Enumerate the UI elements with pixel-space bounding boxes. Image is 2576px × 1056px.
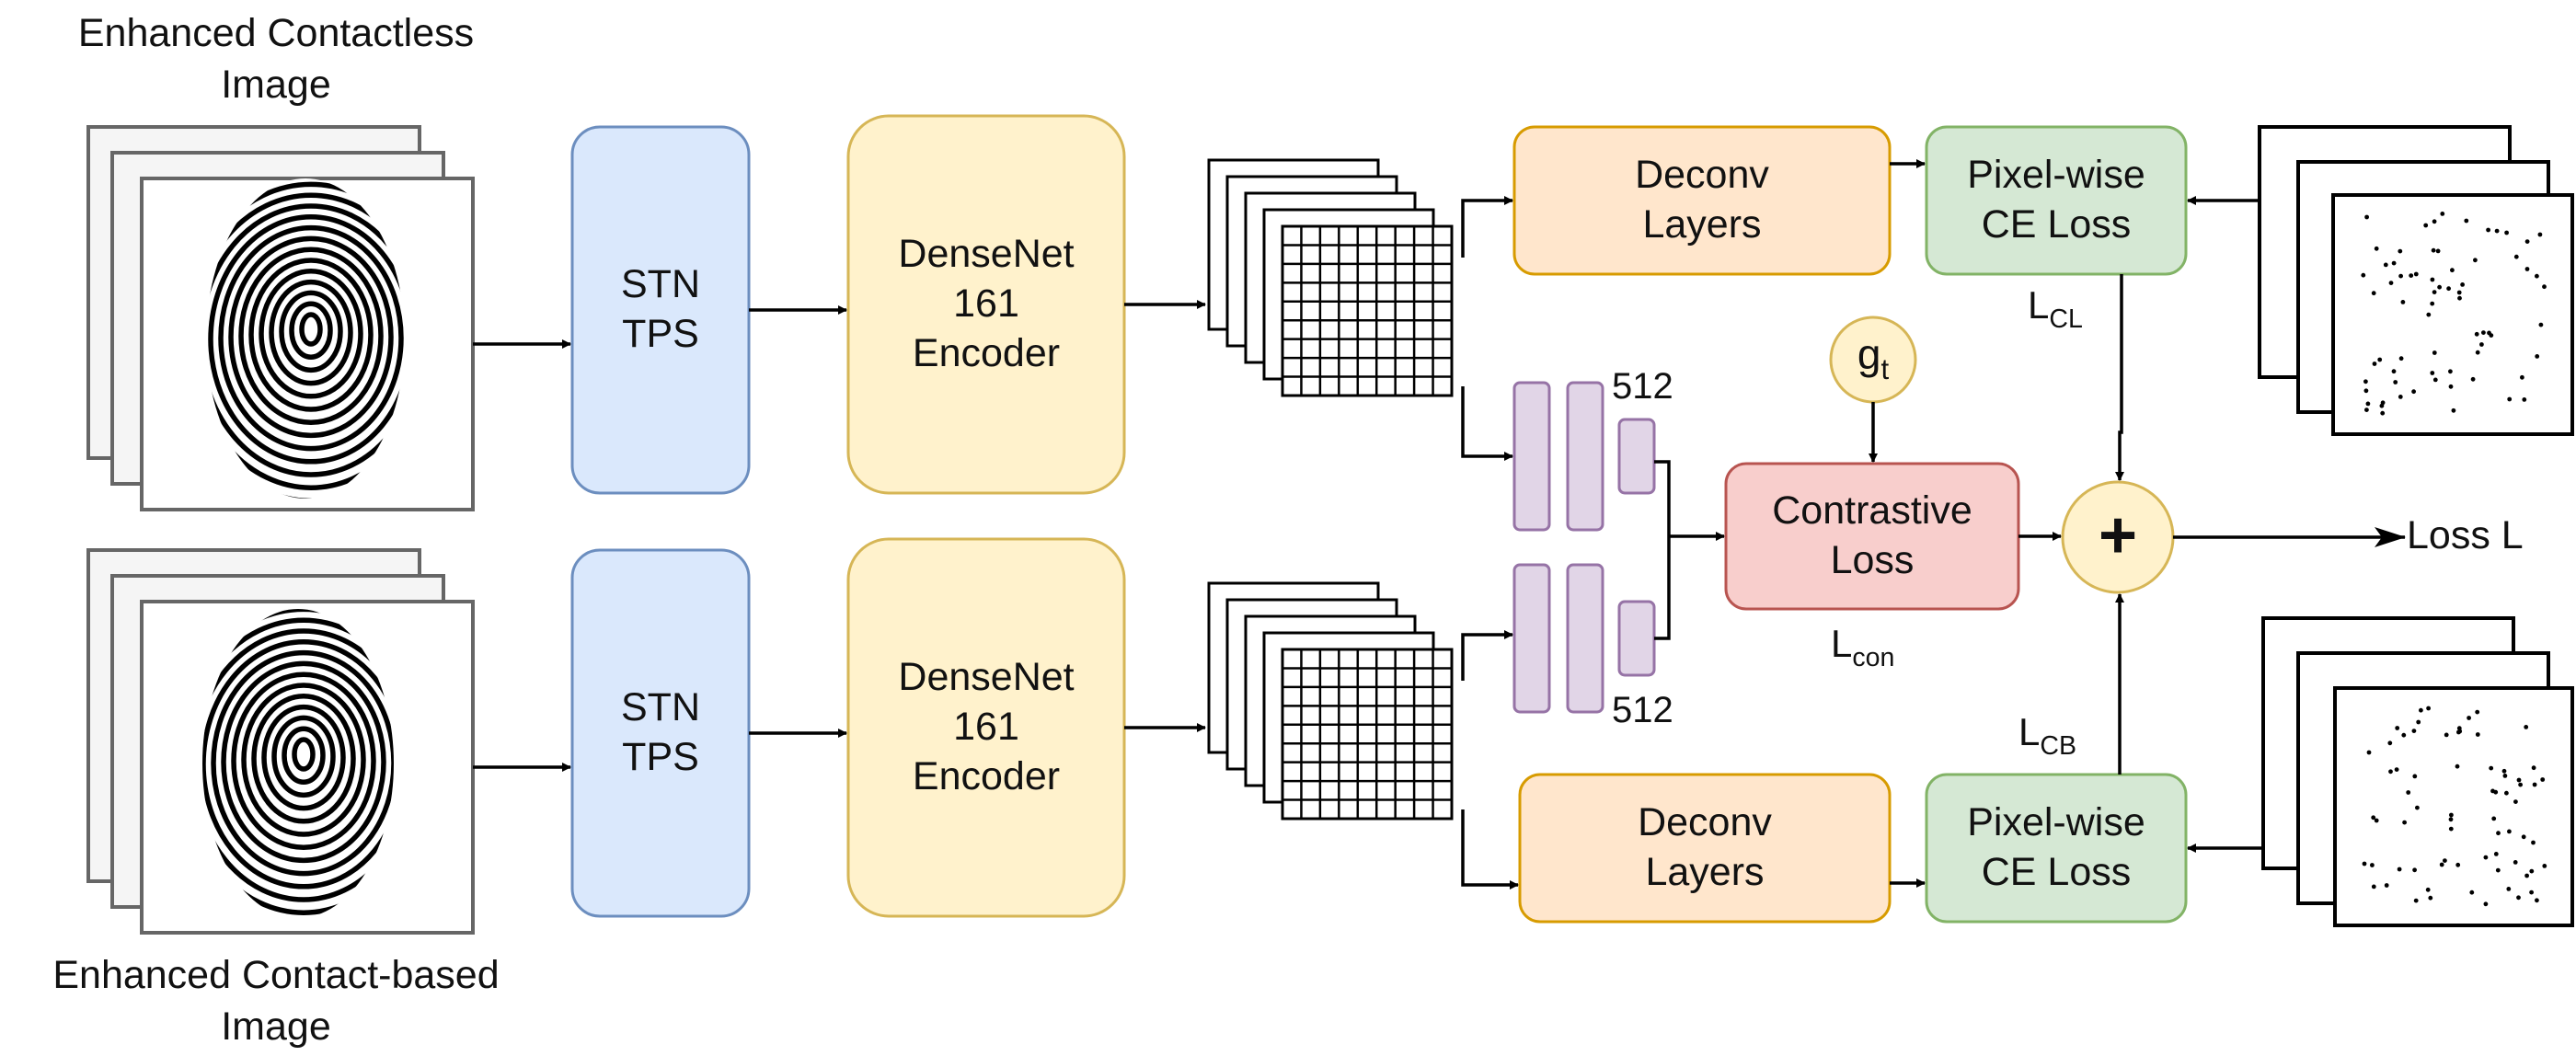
encoder-line3: Encoder: [912, 330, 1061, 375]
ce-loss-label-top: Pixel-wise CE Loss: [1926, 127, 2186, 274]
l-cl-base: L: [2028, 283, 2050, 327]
deconv-line1: Deconv: [1638, 800, 1772, 845]
encoder-label-bottom: DenseNet 161 Encoder: [848, 539, 1124, 916]
l-con-label: Lcon: [1831, 622, 1894, 671]
ce-loss-line1: Pixel-wise: [1967, 800, 2145, 845]
contact-based-fingerprint-image: [202, 609, 394, 918]
encoder-line1: DenseNet: [898, 655, 1075, 700]
l-con-sub: con: [1852, 642, 1895, 672]
contactless-image-stack: [86, 125, 475, 511]
l-cb-label: LCB: [2018, 710, 2076, 759]
contrastive-line2: Loss: [1830, 538, 1915, 582]
embedding-dim-top: 512: [1612, 366, 1673, 407]
encoder-line2: 161: [953, 705, 1019, 750]
fc-layers-bottom: [1512, 563, 1656, 714]
ce-loss-line2: CE Loss: [1981, 850, 2132, 894]
deconv-label-top: Deconv Layers: [1514, 127, 1890, 274]
encoder-line3: Encoder: [912, 753, 1061, 798]
contrastive-loss-label: Contrastive Loss: [1726, 464, 2018, 609]
l-con-base: L: [1831, 622, 1853, 665]
deconv-box-bottom: [1518, 773, 1892, 924]
contact-based-title: Enhanced Contact-based Image: [9, 949, 543, 1052]
ce-loss-line2: CE Loss: [1981, 202, 2132, 247]
ce-loss-box-top: [1925, 125, 2188, 276]
gt-sub: t: [1880, 352, 1890, 385]
ce-loss-box-bottom: [1925, 773, 2188, 924]
deconv-line2: Layers: [1645, 850, 1765, 894]
minutiae-map-stack-bottom: [2261, 616, 2574, 927]
contrastive-line1: Contrastive: [1772, 488, 1972, 534]
ground-truth-label: gt: [1831, 329, 1915, 384]
l-cl-label: LCL: [2028, 283, 2083, 332]
contactless-fingerprint-image: [206, 178, 405, 499]
contact-based-image-stack: [86, 548, 475, 935]
stn-label-bottom: STN TPS: [572, 550, 749, 916]
deconv-box-top: [1512, 125, 1892, 276]
embedding-dim-bottom: 512: [1612, 690, 1673, 730]
encoder-line2: 161: [953, 281, 1019, 327]
l-cb-sub: CB: [2040, 730, 2077, 761]
l-cl-sub: CL: [2049, 304, 2083, 334]
encoder-line1: DenseNet: [898, 232, 1075, 277]
gt-base: g: [1857, 330, 1881, 378]
encoder-label-top: DenseNet 161 Encoder: [848, 116, 1124, 493]
contact-based-title-line2: Image: [221, 1004, 331, 1049]
stn-line1: STN: [621, 262, 700, 307]
feature-map-stack-bottom: [1207, 581, 1454, 821]
stn-line2: TPS: [622, 312, 699, 356]
deconv-line2: Layers: [1642, 202, 1762, 247]
deconv-label-bottom: Deconv Layers: [1520, 775, 1890, 922]
fc-layers-top: [1512, 381, 1656, 532]
contactless-title-line1: Enhanced Contactless: [77, 11, 475, 55]
l-cb-base: L: [2018, 710, 2041, 753]
output-label: Loss L: [2407, 513, 2524, 557]
stn-label-top: STN TPS: [572, 127, 749, 493]
connections: [473, 159, 2406, 890]
sum-symbol: +: [2098, 499, 2138, 572]
stn-line2: TPS: [622, 735, 699, 779]
ce-loss-label-bottom: Pixel-wise CE Loss: [1926, 775, 2186, 922]
stn-line1: STN: [621, 685, 700, 730]
ce-loss-line1: Pixel-wise: [1967, 153, 2145, 198]
feature-map-stack-top: [1207, 158, 1454, 397]
contact-based-title-line1: Enhanced Contact-based: [52, 953, 500, 997]
contactless-title: Enhanced Contactless Image: [37, 7, 515, 110]
deconv-line1: Deconv: [1635, 153, 1769, 198]
contactless-title-line2: Image: [221, 63, 331, 107]
minutiae-map-stack-top: [2258, 125, 2574, 436]
